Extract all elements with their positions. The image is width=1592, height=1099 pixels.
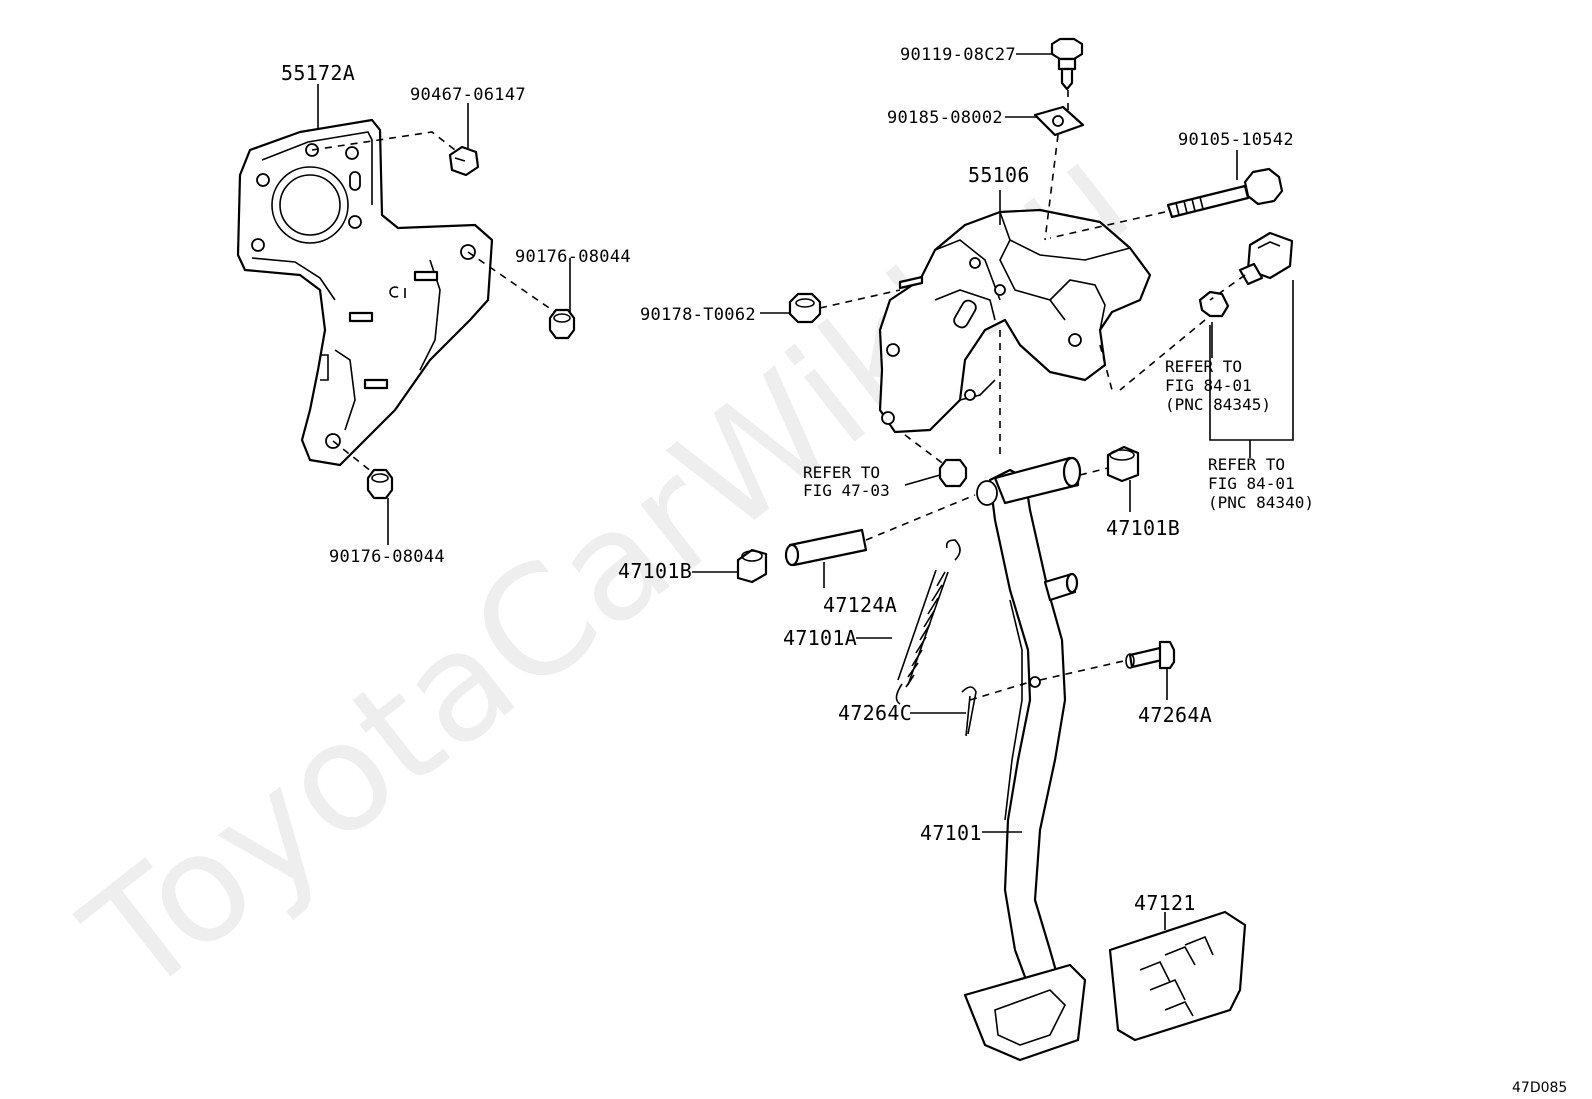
bushing-47101b-left[interactable] [736, 548, 768, 584]
pedal-pad-47121[interactable] [1108, 910, 1247, 1042]
label-47121[interactable]: 47121 [1134, 891, 1196, 915]
label-55106[interactable]: 55106 [968, 163, 1030, 187]
bracket-55106[interactable] [878, 208, 1152, 434]
refer-84340-line2: FIG 84-01 [1208, 474, 1295, 493]
label-47124a[interactable]: 47124A [823, 593, 897, 617]
nut-90178-t0062[interactable] [788, 292, 822, 324]
refer-84345-line2: FIG 84-01 [1165, 376, 1252, 395]
leader-switch-bracket [1209, 280, 1294, 458]
label-47101b-left[interactable]: 47101B [618, 559, 692, 583]
label-90176-08044-upper[interactable]: 90176-08044 [515, 247, 631, 267]
nut-90185-08002[interactable] [1033, 105, 1085, 137]
refer-fig-84-01-pnc-84340[interactable]: REFER TO FIG 84-01 (PNC 84340) [1208, 455, 1314, 512]
label-47101b-right[interactable]: 47101B [1106, 516, 1180, 540]
label-47264c[interactable]: 47264C [838, 701, 912, 725]
brake-pedal-arm-47101[interactable] [963, 456, 1087, 1062]
nut-90176-08044-lower[interactable] [366, 468, 394, 500]
label-90467-06147[interactable]: 90467-06147 [410, 85, 526, 105]
leader-47-03 [904, 474, 941, 486]
refer-84345-line3: (PNC 84345) [1165, 395, 1271, 414]
nut-refer-47-03[interactable] [938, 458, 968, 488]
nut-90176-08044-upper[interactable] [548, 308, 576, 340]
stop-lamp-switch[interactable] [1238, 231, 1294, 286]
label-90185-08002[interactable]: 90185-08002 [887, 108, 1003, 128]
refer-47-03-line2: FIG 47-03 [803, 481, 890, 500]
label-47264a[interactable]: 47264A [1138, 703, 1212, 727]
label-47101[interactable]: 47101 [920, 821, 982, 845]
nut-90467-06147[interactable] [448, 145, 480, 177]
sleeve-47124a[interactable] [784, 528, 868, 567]
diagram-code: 47D085 [1512, 1080, 1567, 1096]
label-90119-08c27[interactable]: 90119-08C27 [900, 45, 1016, 65]
cotter-pin-47264c[interactable] [961, 686, 977, 737]
bushing-47101b-right[interactable] [1106, 445, 1140, 483]
clevis-pin-47264a[interactable] [1125, 640, 1176, 670]
refer-47-03-line1: REFER TO [803, 463, 880, 482]
bolt-90105-10542[interactable] [1166, 167, 1284, 219]
label-47101a[interactable]: 47101A [783, 626, 857, 650]
return-spring-47101a[interactable] [895, 539, 961, 705]
refer-84345-line1: REFER TO [1165, 357, 1242, 376]
bolt-90119-08c27[interactable] [1050, 37, 1084, 91]
label-90105-10542[interactable]: 90105-10542 [1178, 130, 1294, 150]
refer-84340-line1: REFER TO [1208, 455, 1285, 474]
switch-cushion[interactable] [1198, 290, 1230, 318]
refer-fig-47-03[interactable]: REFER TO FIG 47-03 [803, 463, 890, 500]
label-90178-t0062[interactable]: 90178-T0062 [640, 305, 756, 325]
refer-84340-line3: (PNC 84340) [1208, 493, 1314, 512]
label-55172a[interactable]: 55172A [281, 61, 355, 85]
bracket-55172a[interactable] [236, 118, 494, 467]
refer-fig-84-01-pnc-84345[interactable]: REFER TO FIG 84-01 (PNC 84345) [1165, 357, 1271, 414]
label-90176-08044-lower[interactable]: 90176-08044 [329, 547, 445, 567]
